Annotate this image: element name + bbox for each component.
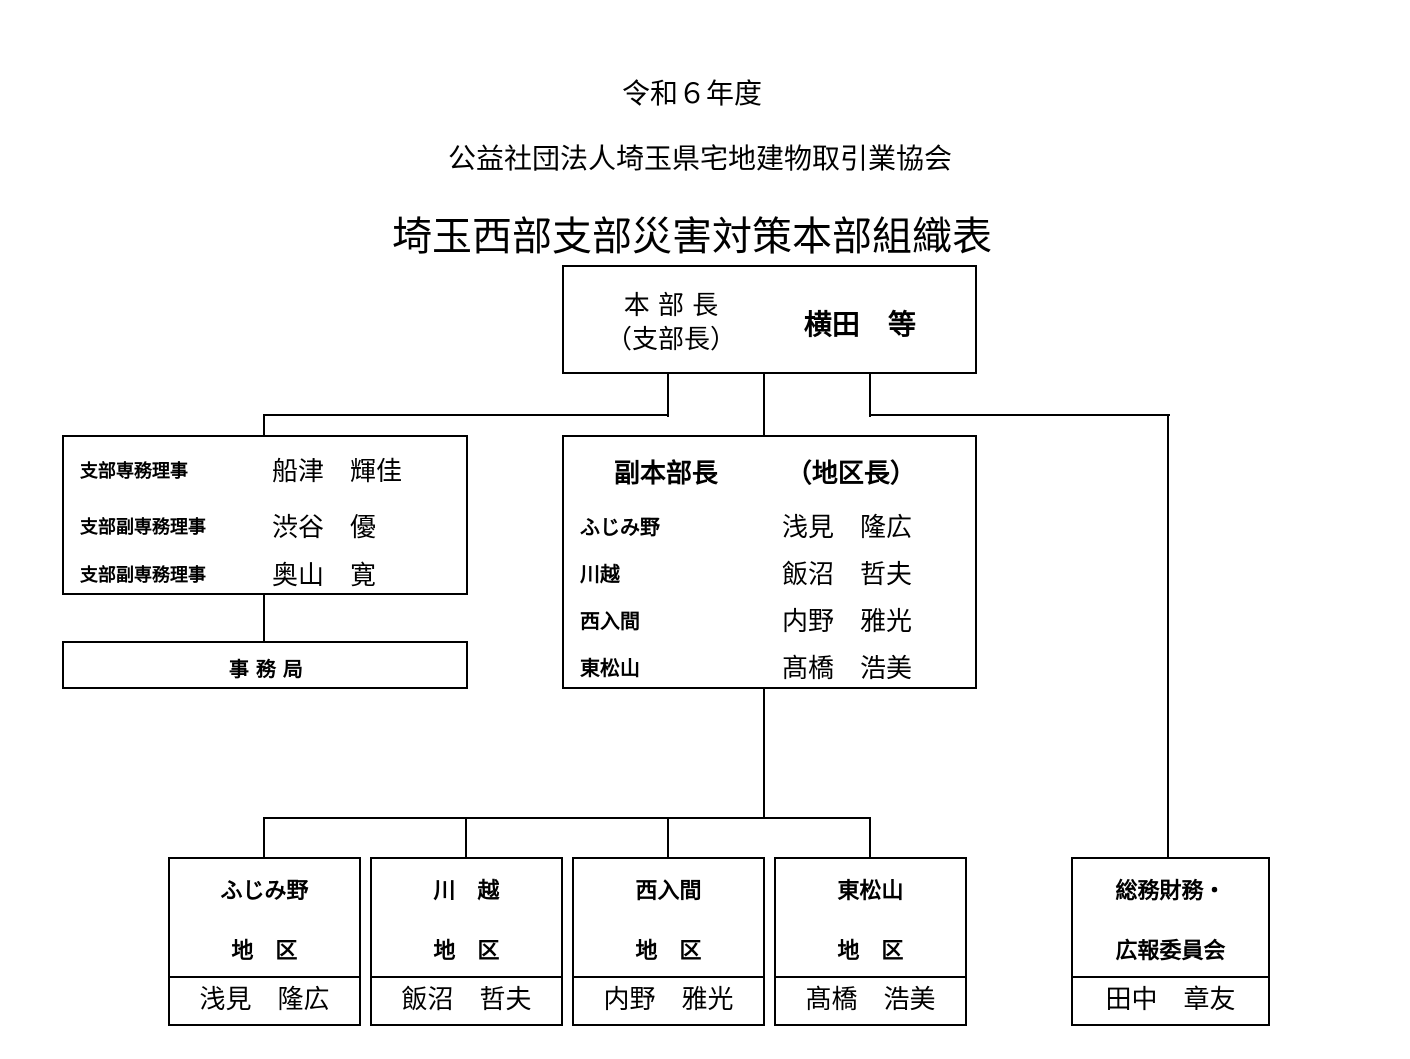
district-name: ふじみ野 xyxy=(220,879,309,904)
committee-leader: 田中 章友 xyxy=(1073,976,1268,1024)
district-label: 地 区 xyxy=(231,939,298,964)
district-name: 川 越 xyxy=(433,879,500,904)
district-label: 地 区 xyxy=(635,939,702,964)
district-leader: 飯沼 哲夫 xyxy=(372,976,561,1024)
organization-name: 公益社団法人埼玉県宅地建物取引業協会 xyxy=(447,142,953,175)
district-box: ふじみ野 地 区 浅見 隆広 xyxy=(168,857,361,1026)
district-leader: 内野 雅光 xyxy=(574,976,763,1024)
district-leader: 髙橋 浩美 xyxy=(776,976,965,1024)
district-box: 川 越 地 区 飯沼 哲夫 xyxy=(370,857,563,1026)
fiscal-year: 令和６年度 xyxy=(621,77,763,110)
chief-role: 本 部 長 xyxy=(623,291,719,321)
office-label: 事 務 局 xyxy=(229,657,303,681)
deputy-name: 髙橋 浩美 xyxy=(782,654,913,684)
district-label: 地 区 xyxy=(433,939,500,964)
deputy-role: 副本部長 xyxy=(614,459,719,489)
directors-box: 支部専務理事 船津 輝佳 支部副専務理事 渋谷 優 支部副専務理事 奥山 寛 xyxy=(62,435,468,595)
director-name: 奥山 寛 xyxy=(272,561,377,591)
chief-box: 本 部 長 （支部長） 横田 等 xyxy=(562,265,977,374)
committee-name-line2: 広報委員会 xyxy=(1115,939,1226,964)
deputy-area: 東松山 xyxy=(580,656,640,680)
director-role: 支部専務理事 xyxy=(80,461,188,482)
office-box: 事 務 局 xyxy=(62,641,468,689)
chief-role-sub: （支部長） xyxy=(605,325,737,355)
deputy-area: 西入間 xyxy=(580,609,640,633)
deputy-area: ふじみ野 xyxy=(580,515,660,539)
director-role: 支部副専務理事 xyxy=(80,517,206,538)
district-label: 地 区 xyxy=(837,939,904,964)
deputy-name: 飯沼 哲夫 xyxy=(782,560,913,590)
committee-box: 総務財務・ 広報委員会 田中 章友 xyxy=(1071,857,1270,1026)
district-box: 西入間 地 区 内野 雅光 xyxy=(572,857,765,1026)
deputy-role-sub: （地区長） xyxy=(786,459,917,489)
deputy-area: 川越 xyxy=(580,562,620,586)
director-name: 船津 輝佳 xyxy=(272,457,403,487)
chief-name: 横田 等 xyxy=(804,308,917,341)
committee-name-line1: 総務財務・ xyxy=(1115,879,1226,904)
deputy-box: 副本部長 （地区長） ふじみ野 浅見 隆広 川越 飯沼 哲夫 西入間 内野 雅光… xyxy=(562,435,977,689)
district-box: 東松山 地 区 髙橋 浩美 xyxy=(774,857,967,1026)
district-name: 東松山 xyxy=(837,879,904,904)
deputy-name: 浅見 隆広 xyxy=(782,513,913,543)
director-name: 渋谷 優 xyxy=(272,513,377,543)
district-leader: 浅見 隆広 xyxy=(170,976,359,1024)
page-title: 埼玉西部支部災害対策本部組織表 xyxy=(392,214,992,260)
director-role: 支部副専務理事 xyxy=(80,565,206,586)
deputy-name: 内野 雅光 xyxy=(782,607,913,637)
district-name: 西入間 xyxy=(635,879,702,904)
